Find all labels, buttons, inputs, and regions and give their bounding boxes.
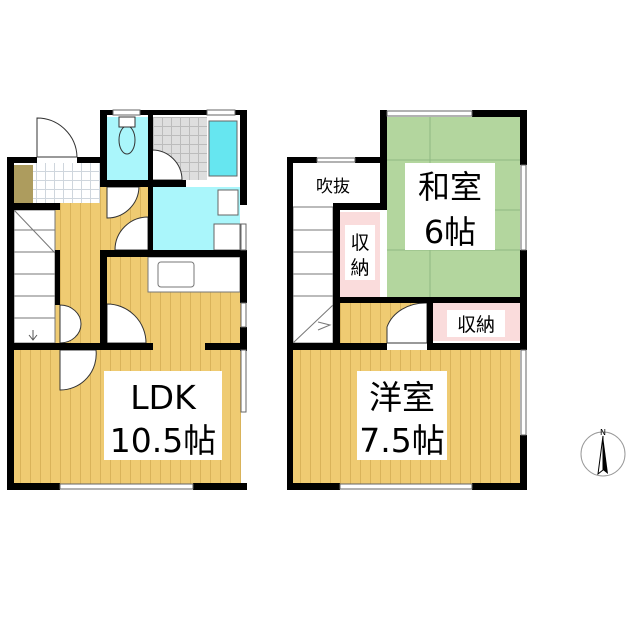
windows-floor-1 (59, 109, 247, 490)
kitchen-sink (157, 261, 195, 288)
north-arrow-icon: N (580, 428, 626, 477)
vanity-sink (217, 189, 239, 216)
fukinuke-area (293, 163, 380, 207)
washitsu-label-box (405, 163, 495, 250)
ldk-room-name: LDK (130, 378, 197, 417)
entry-tile (33, 163, 100, 203)
toilet-icon (118, 125, 136, 155)
walls-floor-1 (7, 110, 247, 490)
compass-label: N (600, 428, 606, 437)
windows-floor-2 (316, 110, 527, 490)
yoshitsu-label-box (357, 371, 447, 460)
floor-2: 吹抜 和室 6帖 収 納 収納 洋室 7.5帖 (287, 110, 527, 490)
toilet-tank (118, 116, 136, 128)
washitsu-room-name: 和室 (418, 168, 482, 206)
door-swings-floor-1 (36, 117, 183, 391)
storage-a-label-2: 納 (350, 257, 369, 279)
storage-b-label-box (447, 310, 505, 337)
storage-a-label-1: 収 (350, 232, 369, 254)
ldk-label-box (104, 371, 222, 460)
bathtub (208, 120, 238, 177)
stairs-floor-1 (13, 209, 56, 344)
yoshitsu-room-name: 洋室 (369, 378, 435, 417)
ldk-room-size: 10.5帖 (110, 421, 216, 460)
stairs-floor-2 (292, 206, 334, 344)
yoshitsu-room-size: 7.5帖 (359, 421, 444, 460)
shoe-cabinet (14, 165, 33, 203)
storage-b-label: 収納 (457, 314, 495, 336)
washing-machine-spot (213, 223, 241, 251)
walls-floor-2 (287, 110, 527, 490)
floor-1: LDK 10.5帖 (7, 109, 247, 490)
washitsu-room-size: 6帖 (424, 213, 476, 251)
fukinuke-label: 吹抜 (316, 177, 350, 197)
storage-a-label-box (345, 225, 375, 280)
